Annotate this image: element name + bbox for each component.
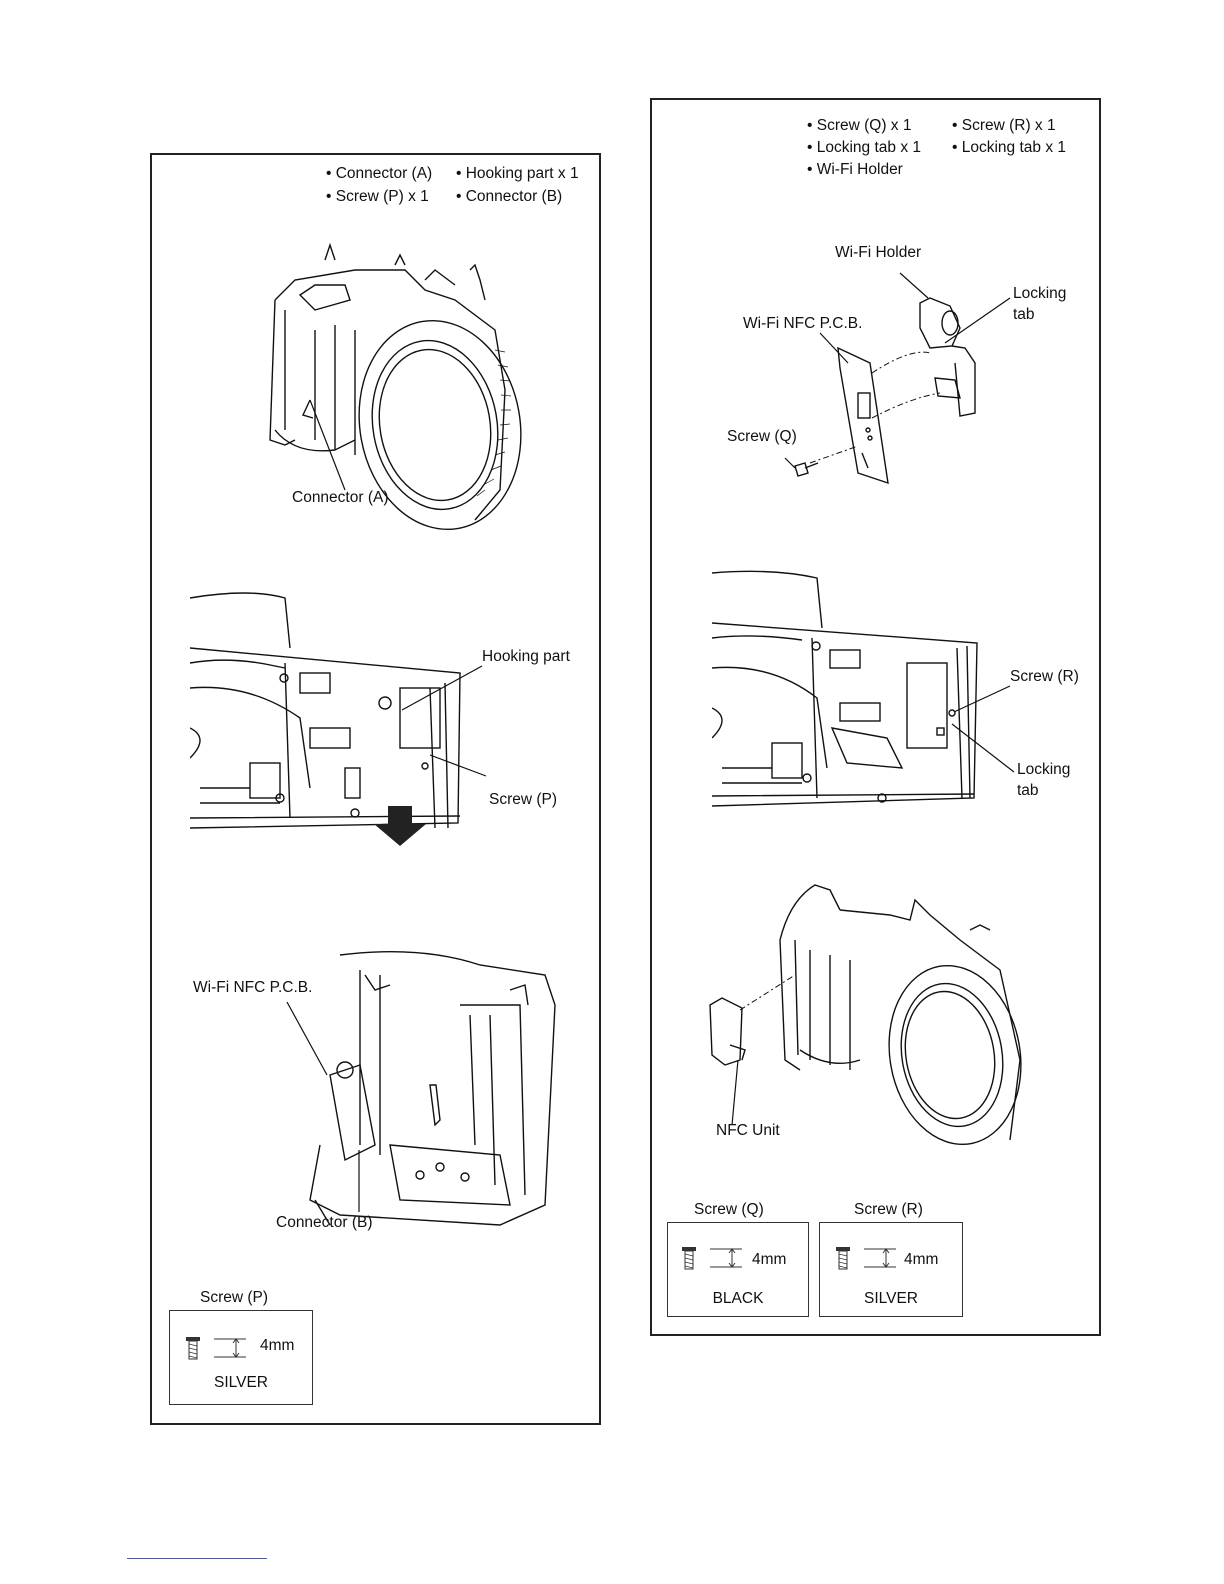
checklist-item: • Screw (P) x 1 (326, 188, 429, 205)
screw-r-leader-line (951, 685, 1015, 773)
footer-rule (127, 1558, 267, 1559)
checklist-item: • Connector (B) (456, 188, 563, 205)
wifi-holder-exploded-illustration (780, 268, 1020, 488)
screw-color: SILVER (214, 1374, 268, 1391)
checklist-item: • Screw (R) x 1 (952, 117, 1056, 134)
screw-p-label: Screw (P) (489, 791, 558, 808)
down-arrow-icon (374, 806, 426, 846)
wifi-nfc-pcb-leader-line (286, 1001, 360, 1212)
wifi-nfc-pcb-label: Wi-Fi NFC P.C.B. (193, 979, 313, 996)
screw-spec-box: 4mm BLACK (667, 1222, 809, 1317)
screw-q-label: Screw (Q) (727, 428, 797, 445)
locking-tab-label: Locking (1013, 285, 1067, 302)
connector-a-leader-line (309, 399, 346, 491)
locking-tab-label: tab (1013, 306, 1035, 323)
screw-color: SILVER (864, 1290, 918, 1307)
screw-spec-box: 4mm SILVER (819, 1222, 963, 1317)
screw-spec-title: Screw (P) (200, 1289, 269, 1306)
screw-length: 4mm (260, 1337, 295, 1354)
checklist-item: • Wi-Fi Holder (807, 161, 903, 178)
wifi-nfc-pcb-label: Wi-Fi NFC P.C.B. (743, 315, 863, 332)
checklist-item: • Locking tab x 1 (952, 139, 1066, 156)
locking-tab-label: Locking (1017, 761, 1071, 778)
camera-interior-illustration-2 (190, 588, 470, 838)
screw-spec-title: Screw (Q) (694, 1201, 764, 1218)
hooking-part-leader-line (401, 665, 487, 777)
screw-length: 4mm (904, 1251, 939, 1268)
connector-b-label: Connector (B) (276, 1214, 373, 1231)
connector-a-label: Connector (A) (292, 489, 389, 506)
right-procedure-panel (650, 98, 1101, 1336)
nfc-unit-label: NFC Unit (716, 1122, 780, 1139)
screw-icon (186, 1337, 246, 1360)
checklist-item: • Connector (A) (326, 165, 433, 182)
checklist-item: • Locking tab x 1 (807, 139, 921, 156)
checklist-item: • Hooking part x 1 (456, 165, 579, 182)
wifi-holder-label: Wi-Fi Holder (835, 244, 922, 261)
locking-tab-label: tab (1017, 782, 1039, 799)
screw-length: 4mm (752, 1251, 787, 1268)
screw-spec-box: 4mm SILVER (169, 1310, 313, 1405)
camera-rear-illustration-3 (300, 945, 560, 1230)
screw-r-label: Screw (R) (1010, 668, 1079, 685)
checklist-item: • Screw (Q) x 1 (807, 117, 912, 134)
camera-body-illustration-1 (255, 240, 525, 540)
camera-body-nfc-illustration (700, 880, 1030, 1160)
screw-color: BLACK (712, 1290, 764, 1307)
hooking-part-label: Hooking part (482, 648, 570, 665)
camera-interior-illustration-4 (712, 568, 982, 813)
screw-icon (682, 1247, 742, 1270)
screw-spec-title: Screw (R) (854, 1201, 923, 1218)
screw-icon (836, 1247, 896, 1270)
